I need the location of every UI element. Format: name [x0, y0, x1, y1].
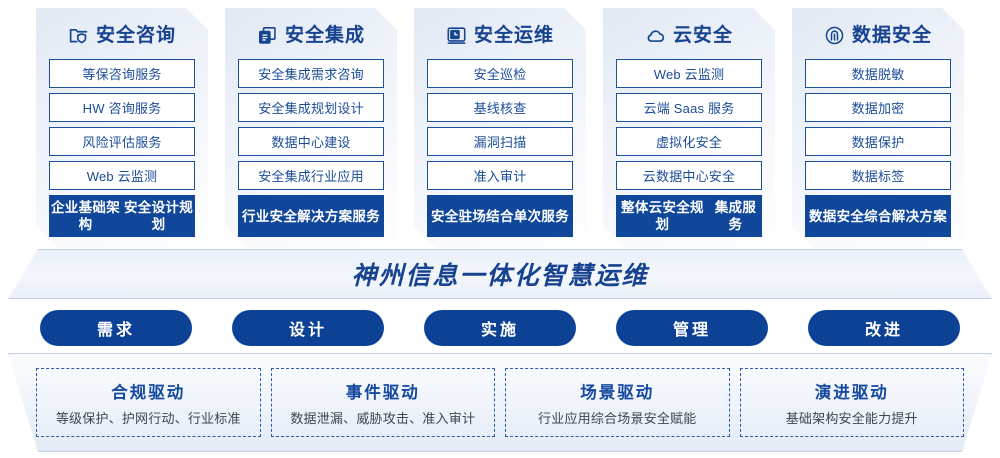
capability-highlight[interactable]: 企业基础架构安全设计规划 — [49, 195, 195, 237]
platform-banner-title: 神州信息一体化智慧运维 — [351, 262, 649, 290]
capability-columns: 安全咨询等保咨询服务 HW 咨询服务风险评估服务 Web 云监测企业基础架构安全设计… — [0, 0, 1000, 258]
capability-card-title: 数据安全 — [851, 24, 932, 46]
capability-card-header: 数据安全 — [805, 18, 951, 52]
driver-title: 演进驱动 — [814, 383, 889, 402]
driver-subtitle: 行业应用综合场景安全赋能 — [538, 410, 697, 426]
capability-item[interactable]: 准入审计 — [427, 161, 573, 190]
capability-highlight[interactable]: 数据安全综合解决方案 — [805, 195, 951, 237]
capability-card-title: 云安全 — [672, 24, 733, 46]
lifecycle-pill[interactable]: 实施 — [424, 310, 576, 346]
capability-highlight[interactable]: 安全驻场结合单次服务 — [427, 195, 573, 237]
capability-card: 安全运维安全巡检基线核查漏洞扫描准入审计安全驻场结合单次服务 — [414, 8, 586, 248]
capability-card-header: 安全咨询 — [49, 18, 195, 52]
folder-shield-icon — [68, 25, 89, 46]
capability-item[interactable]: 虚拟化安全 — [616, 127, 762, 156]
capability-card-title: 安全咨询 — [95, 24, 176, 46]
driver-box: 场景驱动行业应用综合场景安全赋能 — [505, 368, 730, 437]
cloud-icon — [645, 25, 666, 46]
driver-subtitle: 数据泄漏、威胁攻击、准入审计 — [290, 410, 476, 426]
lifecycle-pills: 需求 设计 实施 管理 改进 — [0, 310, 1000, 350]
driver-title: 事件驱动 — [345, 383, 420, 402]
lifecycle-pill[interactable]: 设计 — [232, 310, 384, 346]
drivers-row: 合规驱动等级保护、护网行动、行业标准事件驱动数据泄漏、威胁攻击、准入审计场景驱动… — [8, 353, 992, 452]
capability-item[interactable]: 安全巡检 — [427, 59, 573, 88]
capability-card-title: 安全运维 — [473, 24, 554, 46]
capability-item[interactable]: Web 云监测 — [49, 161, 195, 190]
capability-highlight[interactable]: 整体云安全规划集成服务 — [616, 195, 762, 237]
lifecycle-pill[interactable]: 管理 — [616, 310, 768, 346]
capability-item[interactable]: 云端 Saas 服务 — [616, 93, 762, 122]
capability-card: 安全集成安全集成需求咨询安全集成规划设计数据中心建设安全集成行业应用行业安全解决… — [225, 8, 397, 248]
capability-item[interactable]: 基线核查 — [427, 93, 573, 122]
capability-highlight[interactable]: 行业安全解决方案服务 — [238, 195, 384, 237]
driver-box: 事件驱动数据泄漏、威胁攻击、准入审计 — [270, 368, 495, 437]
capability-item[interactable]: 数据标签 — [805, 161, 951, 190]
capability-card-header: 云安全 — [616, 18, 762, 52]
capability-card-title: 安全集成 — [284, 24, 365, 46]
monitor-chart-icon — [446, 25, 467, 46]
fingerprint-icon — [824, 25, 845, 46]
capability-item[interactable]: 数据保护 — [805, 127, 951, 156]
driver-box: 合规驱动等级保护、护网行动、行业标准 — [36, 368, 261, 437]
driver-title: 场景驱动 — [580, 383, 655, 402]
capability-card-header: 安全运维 — [427, 18, 573, 52]
drivers-backdrop — [8, 353, 992, 452]
driver-box: 演进驱动基础架构安全能力提升 — [739, 368, 964, 437]
lifecycle-pill[interactable]: 改进 — [808, 310, 960, 346]
capability-item[interactable]: 数据加密 — [805, 93, 951, 122]
capability-item[interactable]: 等保咨询服务 — [49, 59, 195, 88]
capability-card-header: 安全集成 — [238, 18, 384, 52]
capability-item[interactable]: HW 咨询服务 — [49, 93, 195, 122]
capability-item[interactable]: 安全集成行业应用 — [238, 161, 384, 190]
capability-item[interactable]: 数据中心建设 — [238, 127, 384, 156]
driver-subtitle: 等级保护、护网行动、行业标准 — [55, 410, 241, 426]
capability-item[interactable]: 云数据中心安全 — [616, 161, 762, 190]
driver-subtitle: 基础架构安全能力提升 — [785, 410, 918, 426]
stacked-documents-icon — [257, 25, 278, 46]
capability-card: 安全咨询等保咨询服务 HW 咨询服务风险评估服务 Web 云监测企业基础架构安全设计… — [36, 8, 208, 248]
capability-item[interactable]: 安全集成需求咨询 — [238, 59, 384, 88]
platform-banner: 神州信息一体化智慧运维 — [8, 249, 992, 299]
driver-title: 合规驱动 — [111, 383, 186, 402]
capability-card: 云安全 Web 云监测云端 Saas 服务虚拟化安全云数据中心安全整体云安全规划集… — [603, 8, 775, 248]
capability-card: 数据安全数据脱敏数据加密数据保护数据标签数据安全综合解决方案 — [792, 8, 964, 248]
lifecycle-pill[interactable]: 需求 — [40, 310, 192, 346]
capability-item[interactable]: 数据脱敏 — [805, 59, 951, 88]
capability-item[interactable]: Web 云监测 — [616, 59, 762, 88]
capability-item[interactable]: 风险评估服务 — [49, 127, 195, 156]
capability-item[interactable]: 安全集成规划设计 — [238, 93, 384, 122]
capability-item[interactable]: 漏洞扫描 — [427, 127, 573, 156]
